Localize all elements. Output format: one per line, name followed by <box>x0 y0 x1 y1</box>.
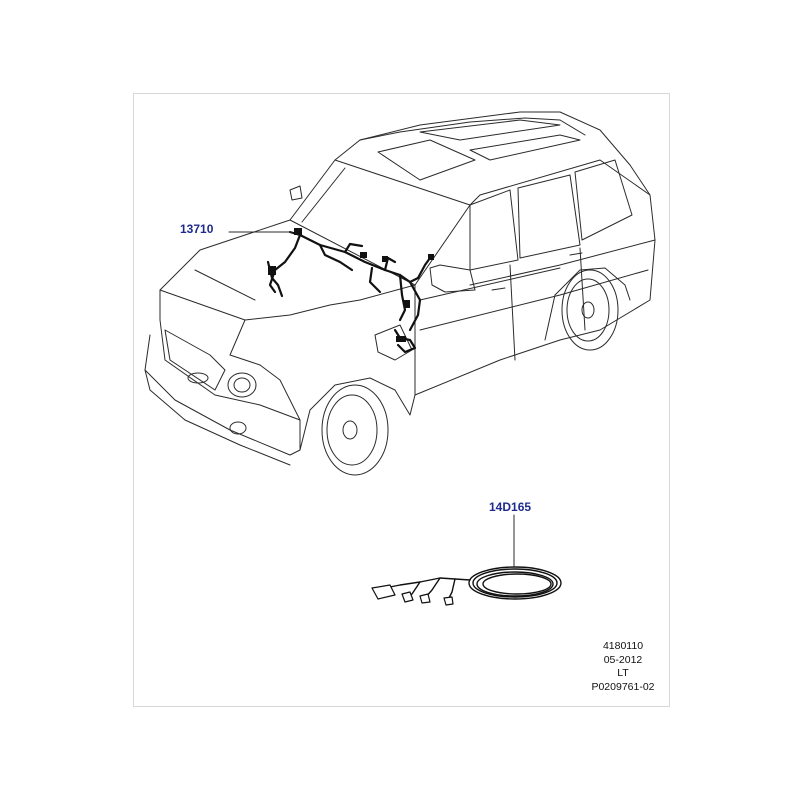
cable-connectors <box>371 584 454 606</box>
callout-14d165: 14D165 <box>489 500 532 514</box>
callout-13710: 13710 <box>180 222 214 236</box>
harness-connectors <box>268 228 434 342</box>
reference-code: LT <box>617 667 629 679</box>
diagram-frame <box>133 93 670 707</box>
reference-date: 05-2012 <box>603 653 643 666</box>
reference-illustration-id: P0209761-02 <box>591 680 655 693</box>
cable-harness <box>384 566 562 601</box>
vehicle-body <box>144 111 656 476</box>
reference-number: 4180110 <box>602 640 644 652</box>
reference-block: 4180110 05-2012 LT P0209761-02 <box>578 640 668 694</box>
front-wiring-harness <box>266 230 432 354</box>
